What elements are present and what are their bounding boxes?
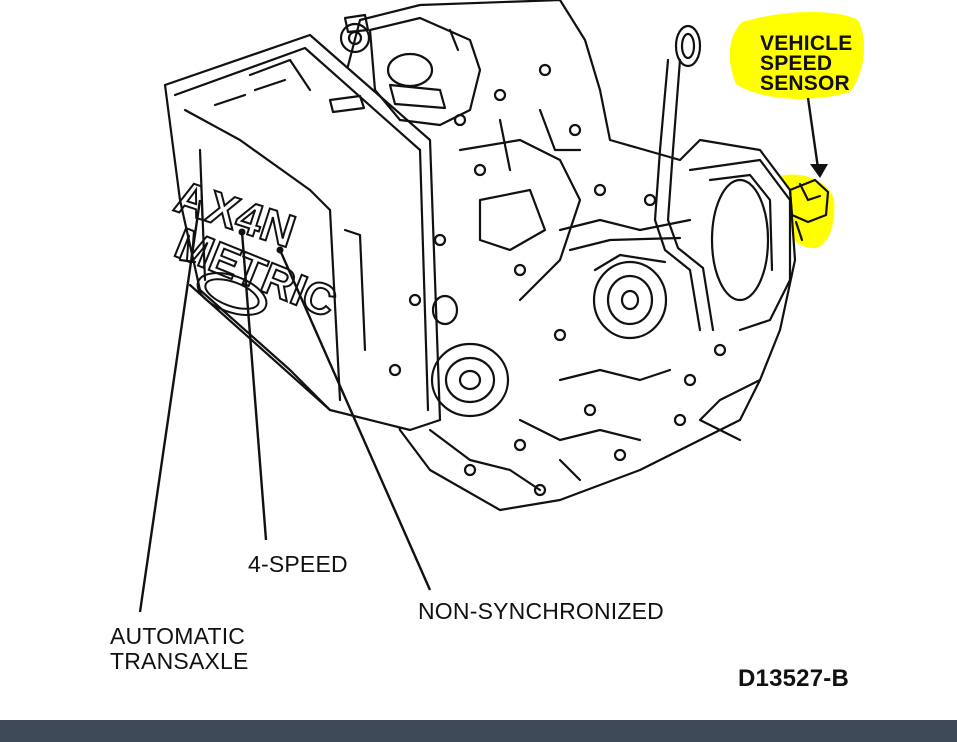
vss-label-line-3: SENSOR bbox=[760, 72, 850, 95]
leader-automatic-transaxle bbox=[138, 199, 202, 613]
four-speed-label: 4-SPEED bbox=[248, 551, 348, 577]
vss-label-line-2: SPEED bbox=[760, 52, 833, 75]
transaxle-drawing bbox=[163, 0, 830, 512]
leader-dot-4-speed bbox=[238, 228, 246, 236]
auto-label-line-2: TRANSAXLE bbox=[110, 648, 249, 674]
vehicle-speed-sensor-label: VEHICLE SPEED SENSOR bbox=[760, 32, 853, 95]
automatic-transaxle-label: AUTOMATIC TRANSAXLE bbox=[110, 624, 249, 674]
ford-oval-logo bbox=[196, 272, 268, 316]
bottom-bar bbox=[0, 720, 957, 742]
non-synchronized-label: NON-SYNCHRONIZED bbox=[418, 598, 664, 624]
leader-lines bbox=[138, 97, 820, 613]
leader-dot-non-synchronized bbox=[276, 246, 284, 254]
label-highlight bbox=[729, 12, 865, 99]
leader-non-synchronized bbox=[278, 249, 432, 591]
vss-label-line-1: VEHICLE bbox=[760, 32, 853, 55]
sensor-arrowhead bbox=[810, 164, 828, 178]
leader-4-speed bbox=[240, 231, 268, 541]
figure-code-label: D13527-B bbox=[738, 665, 849, 692]
auto-label-line-1: AUTOMATIC bbox=[110, 623, 246, 649]
leader-vehicle-speed-sensor bbox=[806, 97, 820, 169]
